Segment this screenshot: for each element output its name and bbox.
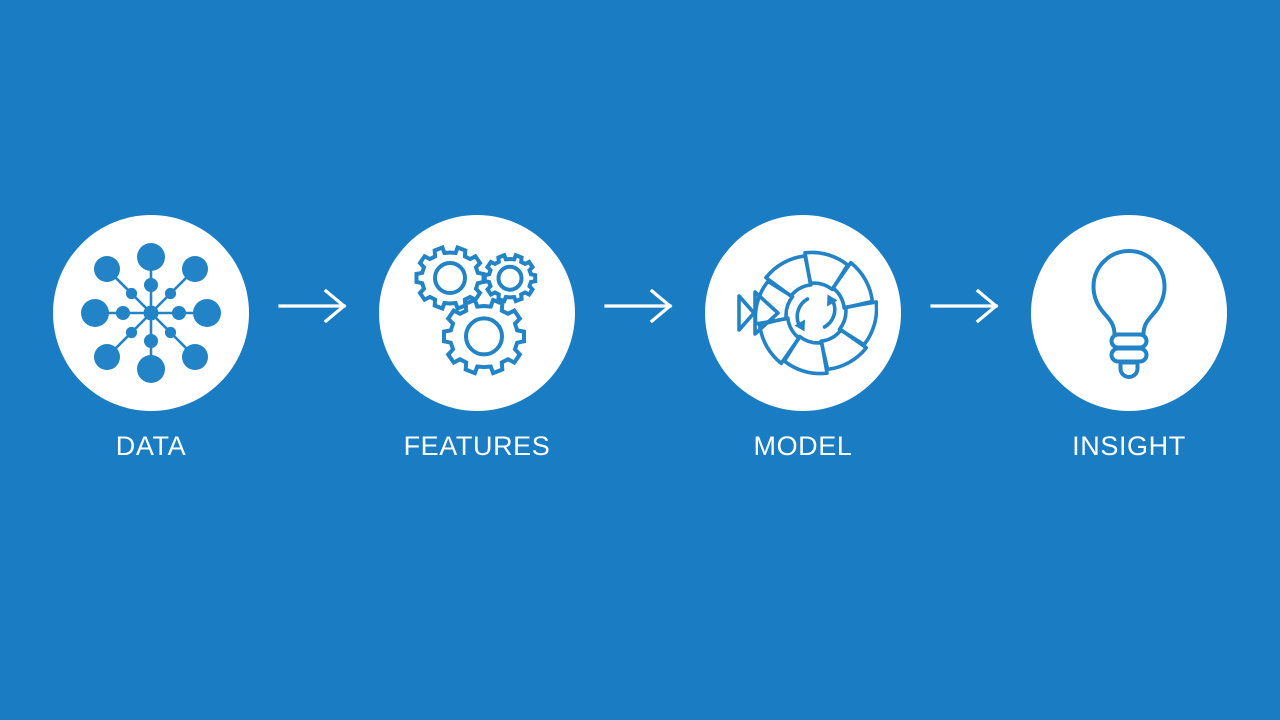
flow-stage-model[interactable]: MODEL (705, 215, 901, 505)
stage-label-insight: INSIGHT (1072, 431, 1186, 461)
flow-stage-data[interactable]: DATA (53, 215, 249, 505)
icon-disc-data (53, 215, 249, 411)
flow-connector-3 (901, 215, 1031, 505)
network-nodes-icon (81, 243, 221, 383)
stage-label-features: FEATURES (403, 431, 551, 461)
flow-stage-insight[interactable]: INSIGHT (1031, 215, 1227, 505)
icon-disc-features (379, 215, 575, 411)
stage-label-model: MODEL (753, 431, 853, 461)
gears-icon (414, 244, 538, 376)
arrow-right-icon (278, 289, 347, 323)
refresh-arrowheads (794, 294, 838, 332)
flow-stage-features[interactable]: FEATURES (379, 215, 575, 505)
flow-connector-1 (249, 215, 379, 505)
stage-label-data: DATA (115, 431, 187, 461)
flow-connector-2 (575, 215, 705, 505)
icon-disc-model (705, 215, 901, 411)
arrow-right-icon (604, 289, 673, 323)
arrow-right-icon (930, 289, 999, 323)
segmented-ring-refresh-icon (737, 250, 878, 376)
lightbulb-icon (1091, 249, 1167, 379)
play-arrows (737, 290, 780, 336)
icon-disc-insight (1031, 215, 1227, 411)
